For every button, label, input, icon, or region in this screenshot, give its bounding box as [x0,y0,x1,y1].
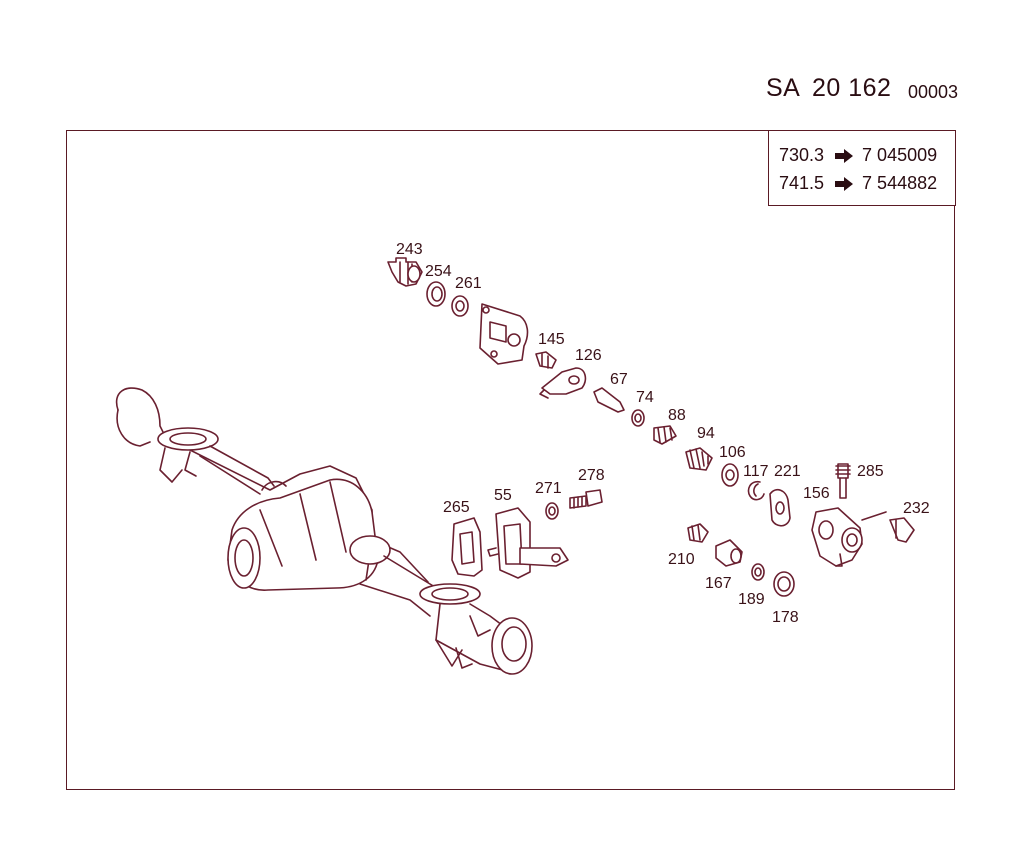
sa-label: SA [766,74,801,102]
part-label-178: 178 [772,609,799,626]
right-arrow-icon [834,145,854,166]
right-arrow-icon [834,173,854,194]
part-label-126: 126 [575,347,602,364]
part-label-167: 167 [705,575,732,592]
part-label-221: 221 [774,463,801,480]
part-117-circlip [747,480,765,501]
part-label-285: 285 [857,463,884,480]
reference-row: 741.5 7 544882 [779,173,937,194]
part-74-washer [631,409,645,427]
diagram-frame [66,130,955,790]
part-210-spring [687,523,709,543]
part-278-bolt [569,489,603,509]
part-label-145: 145 [538,331,565,348]
part-label-271: 271 [535,480,562,497]
part-label-254: 254 [425,263,452,280]
part-221-gasket [769,488,791,527]
part-label-55: 55 [494,487,512,504]
part-label-88: 88 [668,407,686,424]
part-265-gasket [451,517,483,577]
reference-row: 730.3 7 045009 [779,145,937,166]
part-106-washer [721,463,739,487]
part-label-94: 94 [697,425,715,442]
part-232-bolt [889,517,915,543]
drawing-code: 00003 [908,82,959,102]
axle-housing-drawing [115,387,533,675]
part-label-189: 189 [738,591,765,608]
part-189-ring [751,563,765,581]
part-label-232: 232 [903,500,930,517]
part-254-washer [426,281,446,307]
part-label-156: 156 [803,485,830,502]
part-label-243: 243 [396,241,423,258]
part-label-261: 261 [455,275,482,292]
part-label-67: 67 [610,371,628,388]
part-126-lever [539,367,587,399]
part-88-spring [653,425,677,445]
part-55-housing [487,507,569,579]
part-261-washer [451,295,469,317]
part-label-265: 265 [443,499,470,516]
part-cover-gasket [479,303,529,365]
reference-to: 7 045009 [862,145,938,165]
reference-from: 741.5 [779,173,825,193]
part-156-valve-body [811,507,887,567]
sa-number: 20 162 [812,74,892,102]
part-145-fitting [535,351,557,369]
reference-to: 7 544882 [862,173,938,193]
part-label-278: 278 [578,467,605,484]
part-94-spring [685,447,713,471]
reference-from: 730.3 [779,145,825,165]
part-67-pin [593,387,625,413]
part-178-seal [773,571,795,597]
part-243-fitting [387,257,423,287]
reference-box: 730.3 7 045009 741.5 7 544882 [768,130,956,206]
part-285-bolt [835,463,851,499]
part-167-piston [715,539,743,567]
part-label-117: 117 [743,463,769,480]
part-271-washer [545,502,559,520]
part-label-74: 74 [636,389,654,406]
part-label-210: 210 [668,551,695,568]
part-label-106: 106 [719,444,746,461]
